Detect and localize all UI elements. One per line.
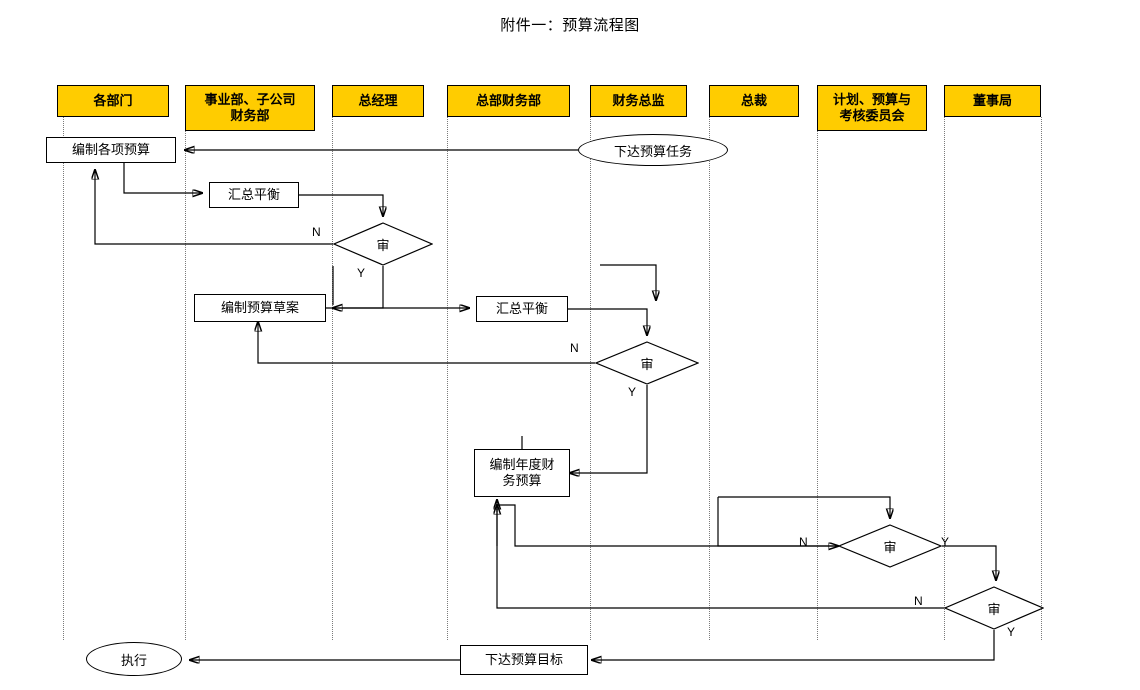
branch-flag: Y <box>941 535 950 549</box>
branch-flag: N <box>799 535 808 549</box>
lane-header-label: 总裁 <box>740 92 767 108</box>
diamond-shape <box>595 341 699 385</box>
node-issue-budget-target: 下达预算目标 <box>460 645 588 675</box>
diamond-shape <box>838 524 942 568</box>
node-execute: 执行 <box>86 642 182 676</box>
node-label: 汇总平衡 <box>227 186 280 202</box>
lane-divider <box>63 117 64 640</box>
diamond-shape <box>944 586 1044 630</box>
lane-divider <box>590 117 591 640</box>
lane-header-label: 财务总监 <box>612 92 665 108</box>
node-label: 审 <box>883 539 897 555</box>
lane-header-cfo: 财务总监 <box>590 85 687 117</box>
lane-header-president: 总裁 <box>709 85 799 117</box>
lane-header-hq-finance: 总部财务部 <box>447 85 570 117</box>
node-label: 审 <box>640 356 654 372</box>
node-label: 汇总平衡 <box>495 300 548 316</box>
lane-header-board: 董事局 <box>944 85 1041 117</box>
node-label: 执行 <box>120 652 147 668</box>
node-label: 下达预算任务 <box>613 143 692 159</box>
node-compile-dept-budget: 编制各项预算 <box>46 137 176 163</box>
node-aggregate-balance-1: 汇总平衡 <box>209 182 299 208</box>
node-label: 编制预算草案 <box>220 299 299 315</box>
diamond-shape <box>333 222 433 266</box>
lane-header-label: 各部门 <box>93 92 133 108</box>
lane-divider <box>1041 117 1042 640</box>
lane-header-planning-budget-committee: 计划、预算与 考核委员会 <box>817 85 927 131</box>
branch-flag: N <box>570 341 579 355</box>
lane-divider <box>817 131 818 640</box>
branch-flag: Y <box>628 385 637 399</box>
lane-header-departments: 各部门 <box>57 85 169 117</box>
branch-flag: Y <box>357 266 366 280</box>
lane-header-label: 事业部、子公司 财务部 <box>204 91 296 123</box>
page-title: 附件一：预算流程图 <box>500 17 640 34</box>
node-label: 编制各项预算 <box>71 141 150 157</box>
node-issue-budget-task: 下达预算任务 <box>578 134 728 166</box>
lane-header-label: 总经理 <box>358 92 398 108</box>
node-draft-budget: 编制预算草案 <box>194 294 326 322</box>
lane-header-general-manager: 总经理 <box>332 85 424 117</box>
node-label: 审 <box>987 601 1001 617</box>
branch-flag: Y <box>1007 625 1016 639</box>
lane-divider <box>332 117 333 640</box>
node-annual-financial-budget: 编制年度财 务预算 <box>474 449 570 497</box>
node-review-4: 审 <box>944 586 1044 630</box>
lane-divider <box>185 131 186 640</box>
branch-flag: N <box>312 225 321 239</box>
node-review-3: 审 <box>838 524 942 568</box>
lane-header-label: 计划、预算与 考核委员会 <box>832 91 911 123</box>
node-aggregate-balance-2: 汇总平衡 <box>476 296 568 322</box>
node-label: 编制年度财 务预算 <box>489 456 555 488</box>
lane-divider <box>447 117 448 640</box>
node-label: 审 <box>376 237 390 253</box>
lane-divider <box>944 117 945 640</box>
lane-header-division-subsidiary-finance: 事业部、子公司 财务部 <box>185 85 315 131</box>
lane-divider <box>709 117 710 640</box>
node-review-1: 审 <box>333 222 433 266</box>
branch-flag: N <box>914 594 923 608</box>
lane-header-label: 董事局 <box>972 92 1012 108</box>
lane-header-label: 总部财务部 <box>475 92 541 108</box>
node-review-2: 审 <box>595 341 699 385</box>
node-label: 下达预算目标 <box>484 651 563 667</box>
